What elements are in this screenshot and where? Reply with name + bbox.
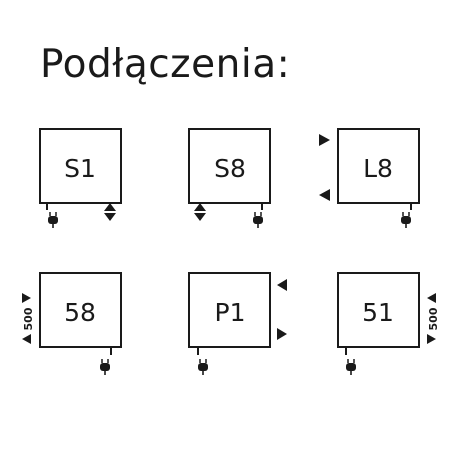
- arrow-left-icon: [22, 334, 31, 344]
- panel-label: L8: [363, 154, 393, 183]
- power-plug-icon: [99, 358, 111, 376]
- panel-s1: S1: [39, 128, 122, 229]
- panel-label: 51: [362, 298, 394, 327]
- power-plug-icon: [47, 211, 59, 229]
- arrow-right-icon: [22, 293, 31, 303]
- panel-frame: [337, 128, 420, 204]
- arrow-right-icon: [319, 134, 330, 146]
- page-title: Podłączenia:: [40, 42, 291, 87]
- panel-l8: L8: [319, 128, 420, 229]
- power-plug-icon: [197, 358, 209, 376]
- panel-frame: [188, 272, 271, 348]
- panel-58: 58 500: [22, 272, 122, 376]
- panel-frame: [337, 272, 420, 348]
- panel-label: P1: [215, 298, 246, 327]
- panel-label: 58: [64, 298, 96, 327]
- panel-p1: P1: [188, 272, 287, 376]
- double-arrow-icon: [194, 203, 206, 221]
- panel-label: S1: [64, 154, 96, 183]
- panel-s8: S8: [188, 128, 271, 229]
- power-plug-icon: [400, 211, 412, 229]
- distance-label: 500: [427, 307, 440, 330]
- panel-label: S8: [214, 154, 246, 183]
- panel-frame: [39, 272, 122, 348]
- arrow-right-icon: [427, 334, 436, 344]
- arrow-left-icon: [427, 293, 436, 303]
- power-plug-icon: [252, 211, 264, 229]
- panel-51: 51 500: [337, 272, 440, 376]
- arrow-left-icon: [319, 189, 330, 201]
- distance-label: 500: [22, 307, 35, 330]
- panel-frame: [188, 128, 271, 204]
- arrow-left-icon: [277, 279, 287, 291]
- panel-frame: [39, 128, 122, 204]
- arrow-right-icon: [277, 328, 287, 340]
- power-plug-icon: [345, 358, 357, 376]
- double-arrow-icon: [104, 203, 116, 221]
